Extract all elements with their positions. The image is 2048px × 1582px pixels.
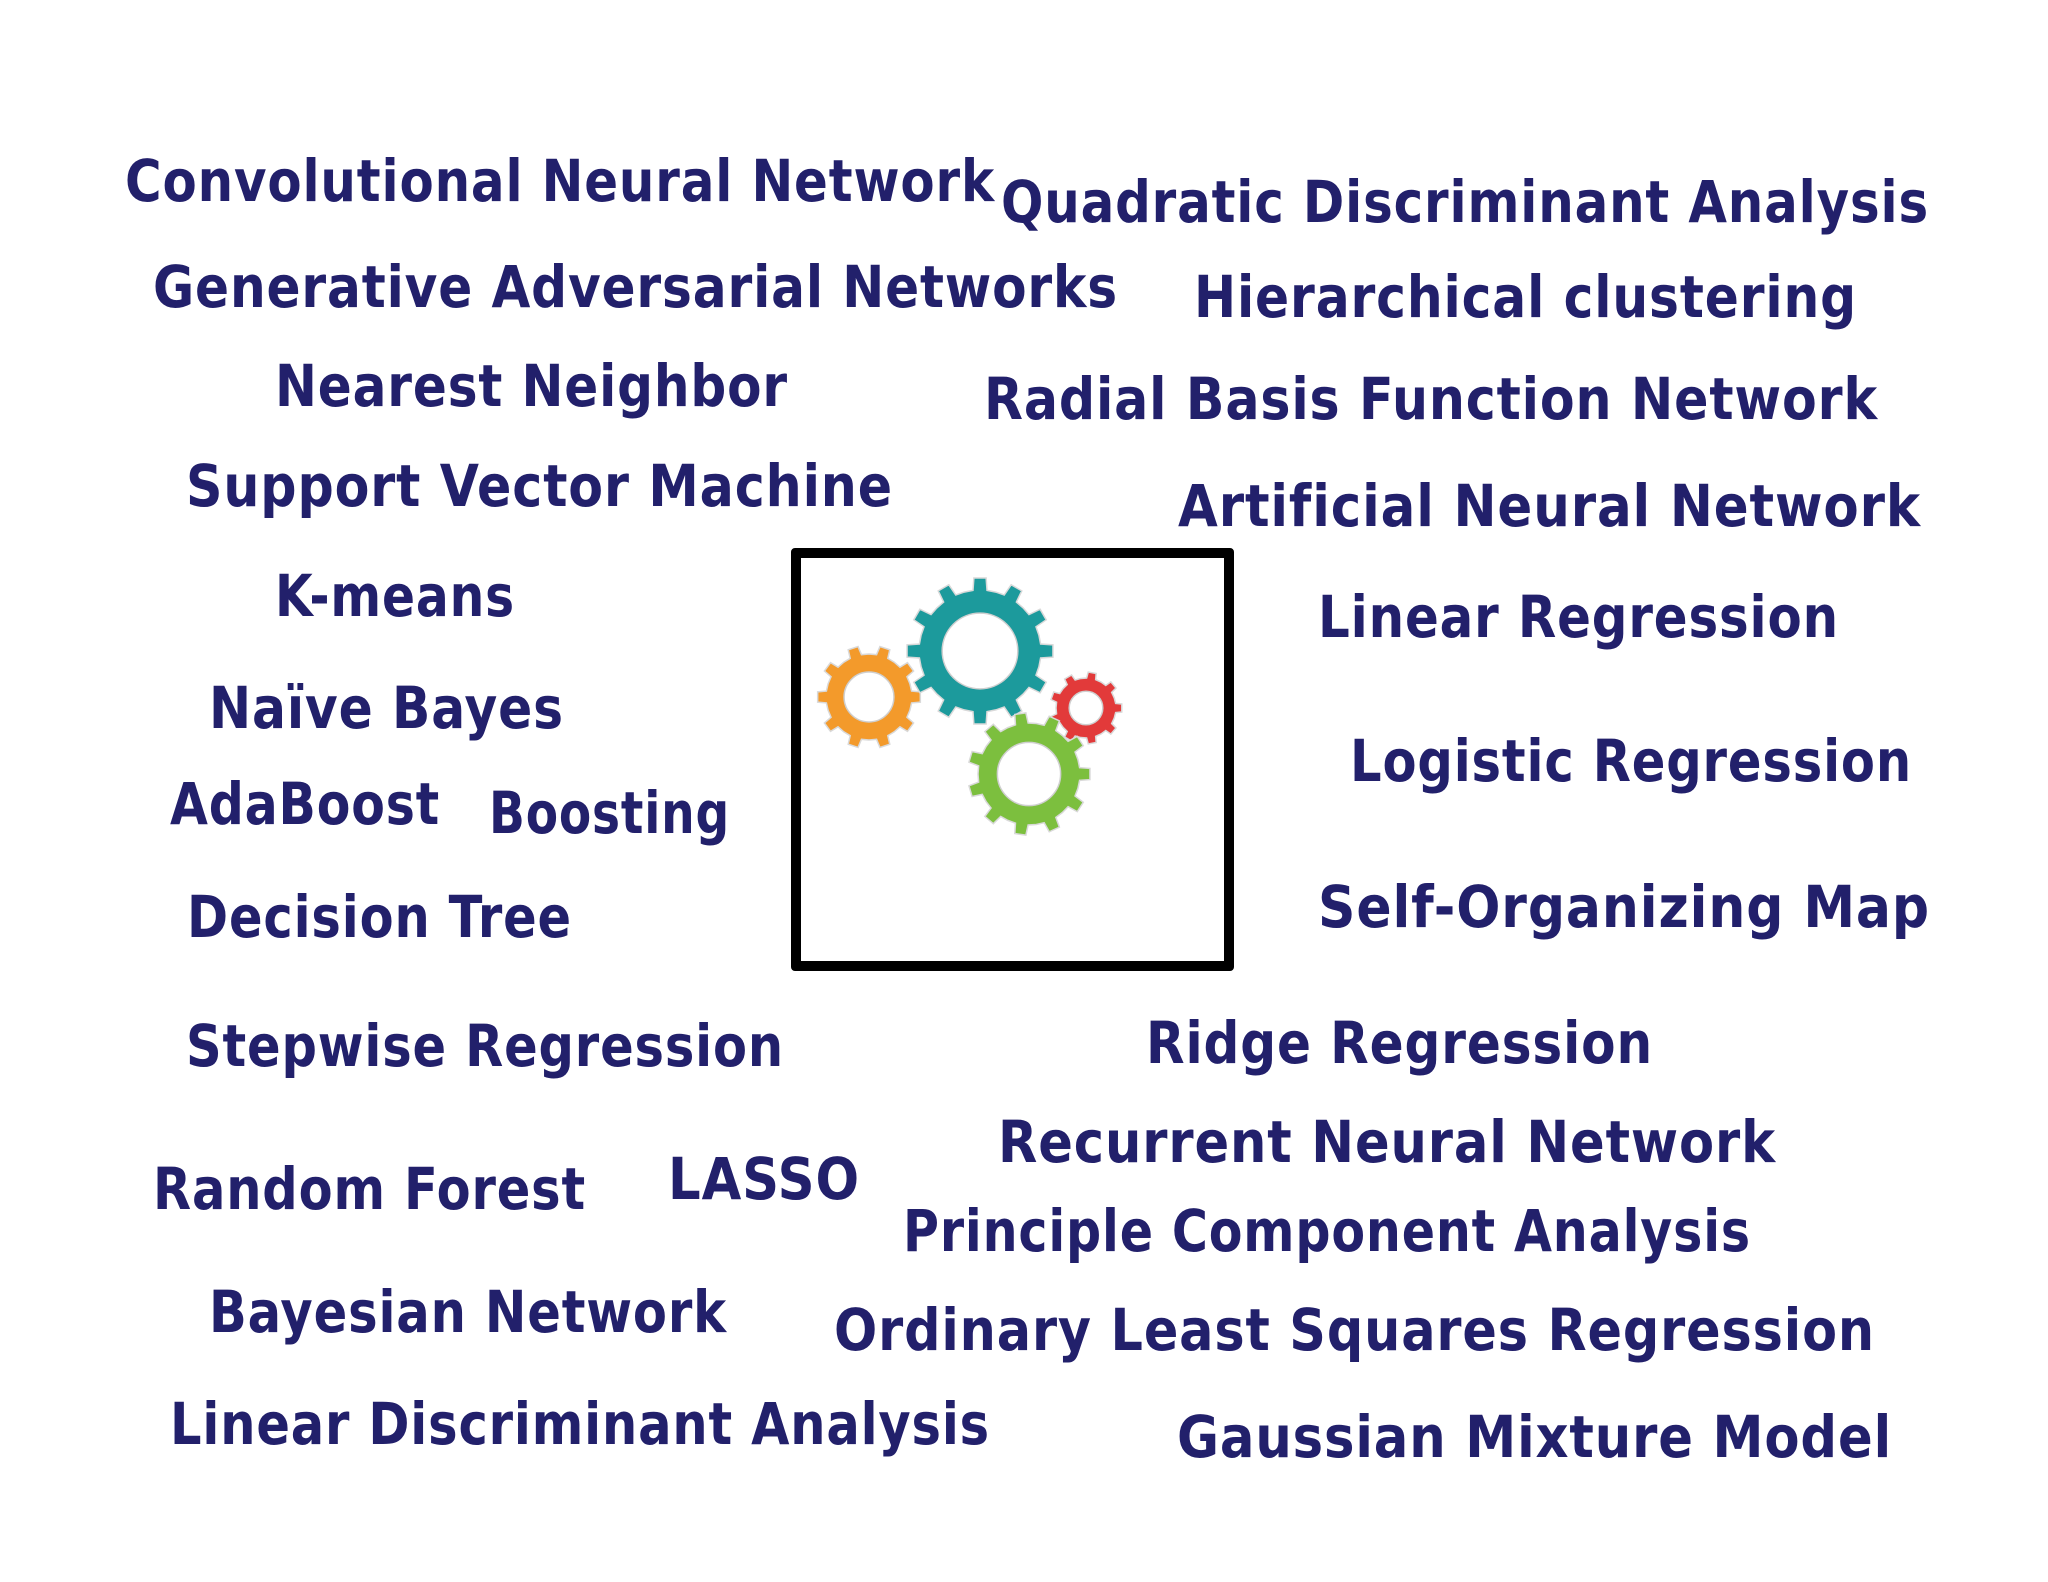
term-bayesian-network: Bayesian Network (209, 1278, 727, 1346)
term-self-organizing-map: Self-Organizing Map (1318, 873, 1930, 941)
term-linear-discriminant-analysis: Linear Discriminant Analysis (170, 1390, 990, 1458)
term-adaboost: AdaBoost (170, 770, 440, 838)
term-k-means: K-means (275, 562, 515, 630)
term-generative-adversarial-networks: Generative Adversarial Networks (153, 253, 1118, 321)
term-naive-bayes: Naïve Bayes (209, 674, 564, 742)
teal-gear-icon (906, 577, 1054, 725)
term-ridge-regression: Ridge Regression (1146, 1009, 1653, 1077)
orange-gear-icon (816, 645, 922, 749)
green-gear-icon (968, 712, 1091, 836)
red-gear-icon (1050, 671, 1123, 745)
term-convolutional-neural-network: Convolutional Neural Network (125, 147, 995, 215)
term-hierarchical-clustering: Hierarchical clustering (1194, 263, 1857, 331)
gears-illustration (816, 577, 1123, 836)
term-decision-tree: Decision Tree (187, 883, 572, 951)
term-linear-regression: Linear Regression (1318, 583, 1839, 651)
term-principle-component-analysis: Principle Component Analysis (903, 1197, 1751, 1265)
term-ordinary-least-squares-regression: Ordinary Least Squares Regression (834, 1296, 1875, 1364)
term-boosting: Boosting (489, 779, 730, 847)
term-random-forest: Random Forest (153, 1155, 586, 1223)
term-lasso: LASSO (668, 1145, 860, 1213)
term-support-vector-machine: Support Vector Machine (186, 452, 893, 520)
term-radial-basis-function-network: Radial Basis Function Network (984, 365, 1878, 433)
term-logistic-regression: Logistic Regression (1350, 727, 1912, 795)
term-nearest-neighbor: Nearest Neighbor (275, 352, 788, 420)
gears-illustration-frame (791, 548, 1234, 971)
term-recurrent-neural-network: Recurrent Neural Network (998, 1108, 1776, 1176)
term-gaussian-mixture-model: Gaussian Mixture Model (1177, 1403, 1892, 1471)
term-artificial-neural-network: Artificial Neural Network (1178, 472, 1921, 540)
term-quadratic-discriminant-analysis: Quadratic Discriminant Analysis (1001, 168, 1929, 236)
term-stepwise-regression: Stepwise Regression (186, 1012, 784, 1080)
